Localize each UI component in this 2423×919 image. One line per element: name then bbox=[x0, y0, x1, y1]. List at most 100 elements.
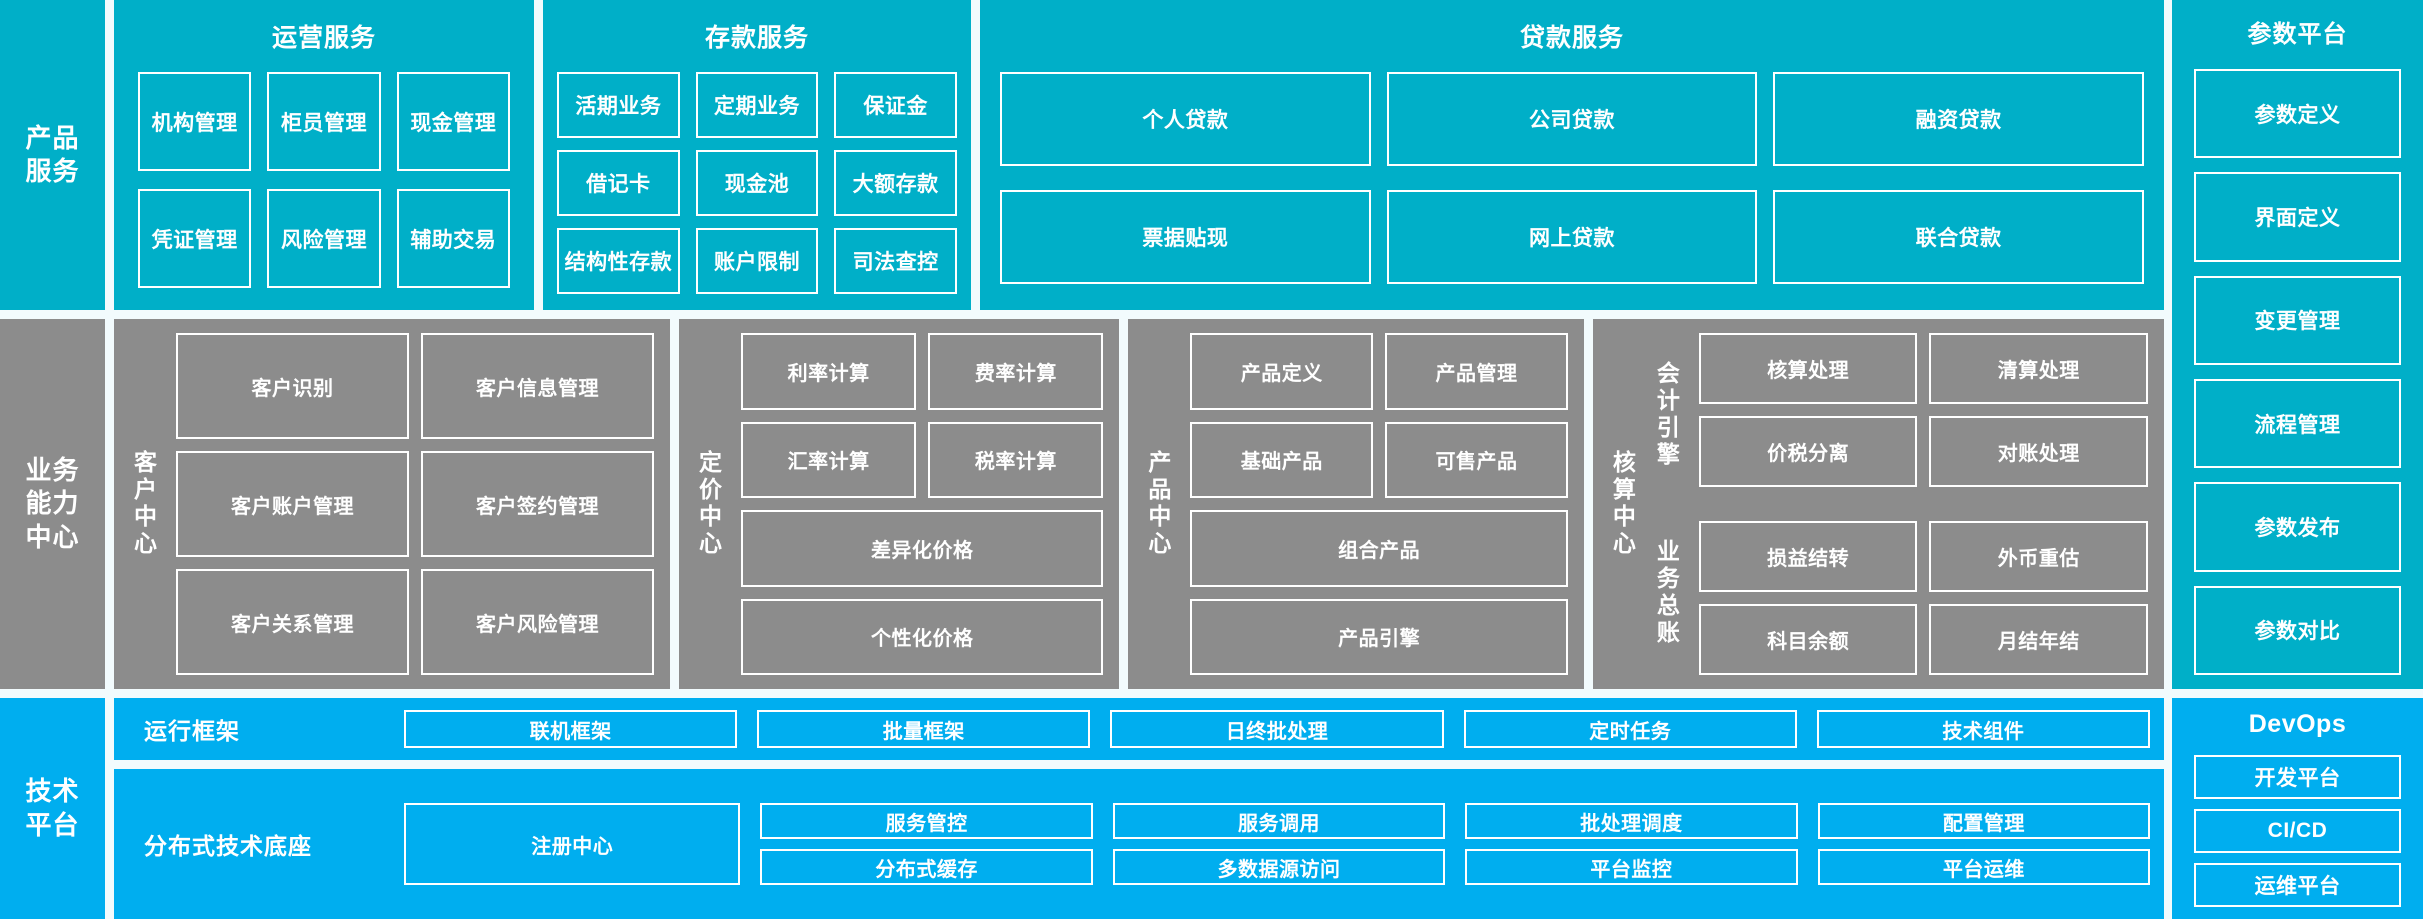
tech-cell-distributed-cache[interactable]: 分布式缓存 bbox=[760, 849, 1093, 885]
band-label-line-1: 业务 bbox=[25, 455, 80, 486]
capability-cell-composite-product[interactable]: 组合产品 bbox=[1190, 510, 1568, 587]
service-cell-bill-discount[interactable]: 票据贴现 bbox=[1000, 190, 1371, 284]
service-row: 票据贴现 网上贷款 联合贷款 bbox=[1000, 190, 2145, 284]
capability-cell-customer-identification[interactable]: 客户识别 bbox=[176, 333, 410, 439]
devops-cell-development-platform[interactable]: 开发平台 bbox=[2194, 755, 2401, 799]
right-column: 参数平台 参数定义 界面定义 变更管理 流程管理 参数发布 参数对比 DevOp… bbox=[2172, 0, 2423, 919]
capability-cell-interest-rate-calculation[interactable]: 利率计算 bbox=[741, 333, 917, 410]
tech-column: 配置管理 平台运维 bbox=[1817, 803, 2151, 885]
capability-cell-customer-info-management[interactable]: 客户信息管理 bbox=[421, 333, 655, 439]
service-cell-risk-management[interactable]: 风险管理 bbox=[267, 189, 381, 288]
strip-label-distributed-base: 分布式技术底座 bbox=[144, 833, 312, 859]
capability-cell-customer-account-management[interactable]: 客户账户管理 bbox=[176, 451, 410, 557]
service-cell-org-management[interactable]: 机构管理 bbox=[138, 72, 252, 171]
center-label-accounting: 核算中心 bbox=[1609, 450, 1636, 558]
service-cell-cash-pool[interactable]: 现金池 bbox=[695, 150, 819, 216]
service-cell-judicial-control[interactable]: 司法查控 bbox=[834, 228, 958, 294]
capability-cell-customer-risk-management[interactable]: 客户风险管理 bbox=[421, 569, 655, 675]
center-row: 利率计算 费率计算 bbox=[741, 333, 1104, 410]
capability-cell-base-product[interactable]: 基础产品 bbox=[1190, 421, 1374, 498]
center-row: 个性化价格 bbox=[741, 598, 1104, 675]
center-accounting: 核算中心 会计引擎 业务总账 核算处理 清算处理 价税分离 对账处理 bbox=[1592, 319, 2164, 689]
capability-cell-profit-loss-carryover[interactable]: 损益结转 bbox=[1698, 521, 1918, 592]
tech-cell-technical-components[interactable]: 技术组件 bbox=[1816, 710, 2151, 748]
center-row: 产品定义 产品管理 bbox=[1190, 333, 1568, 410]
service-cell-cash-management[interactable]: 现金管理 bbox=[396, 72, 510, 171]
strip-distributed-base: 分布式技术底座 注册中心 服务管控 分布式缓存 服务调用 多数据源访问 批处理调… bbox=[114, 769, 2164, 919]
capability-cell-product-definition[interactable]: 产品定义 bbox=[1190, 333, 1374, 410]
service-cell-syndicated-loan[interactable]: 联合贷款 bbox=[1773, 190, 2145, 284]
group-loan-services: 贷款服务 个人贷款 公司贷款 融资贷款 票据贴现 网上贷款 联合贷款 bbox=[980, 0, 2164, 310]
center-row: 产品引擎 bbox=[1190, 598, 1568, 675]
center-sublabel-business-ledger: 业务总账 bbox=[1653, 539, 1680, 647]
service-cell-personal-loan[interactable]: 个人贷款 bbox=[1000, 72, 1371, 166]
tech-column: 服务管控 分布式缓存 bbox=[760, 803, 1093, 885]
group-deposit-services: 存款服务 活期业务 定期业务 保证金 借记卡 现金池 大额存款 结构性存款 账户 bbox=[543, 0, 971, 310]
tech-column: 批处理调度 平台监控 bbox=[1465, 803, 1798, 885]
tech-cell-service-invocation[interactable]: 服务调用 bbox=[1112, 803, 1446, 839]
center-row: 汇率计算 税率计算 bbox=[741, 421, 1104, 498]
tech-cell-configuration-management[interactable]: 配置管理 bbox=[1817, 803, 2151, 839]
service-cell-voucher-management[interactable]: 凭证管理 bbox=[138, 189, 252, 288]
service-cell-structured-deposit[interactable]: 结构性存款 bbox=[557, 228, 680, 294]
service-cell-large-deposit[interactable]: 大额存款 bbox=[834, 150, 958, 216]
capability-cell-price-tax-separation[interactable]: 价税分离 bbox=[1698, 416, 1918, 487]
capability-cell-accounting-processing[interactable]: 核算处理 bbox=[1698, 333, 1918, 404]
devops-cell-operations-platform[interactable]: 运维平台 bbox=[2194, 863, 2401, 907]
service-cell-demand-deposit[interactable]: 活期业务 bbox=[557, 72, 680, 138]
service-cell-corporate-loan[interactable]: 公司贷款 bbox=[1386, 72, 1758, 166]
tech-cell-batch-scheduling[interactable]: 批处理调度 bbox=[1465, 803, 1798, 839]
tech-cell-platform-monitoring[interactable]: 平台监控 bbox=[1465, 849, 1798, 885]
param-cell-process-management[interactable]: 流程管理 bbox=[2194, 378, 2401, 469]
capability-cell-exchange-rate-calculation[interactable]: 汇率计算 bbox=[741, 421, 917, 498]
service-cell-time-deposit[interactable]: 定期业务 bbox=[695, 72, 819, 138]
capability-cell-product-engine[interactable]: 产品引擎 bbox=[1190, 598, 1568, 675]
strip-runtime-framework: 运行框架 联机框架 批量框架 日终批处理 定时任务 技术组件 bbox=[114, 698, 2164, 760]
capability-cell-customer-contract-management[interactable]: 客户签约管理 bbox=[421, 451, 655, 557]
capability-cell-account-balance[interactable]: 科目余额 bbox=[1698, 604, 1918, 675]
capability-cell-sellable-product[interactable]: 可售产品 bbox=[1385, 421, 1568, 498]
param-cell-interface-definition[interactable]: 界面定义 bbox=[2194, 172, 2401, 262]
capability-cell-reconciliation-processing[interactable]: 对账处理 bbox=[1929, 416, 2148, 487]
service-cell-account-restriction[interactable]: 账户限制 bbox=[695, 228, 819, 294]
service-cell-teller-management[interactable]: 柜员管理 bbox=[267, 72, 381, 171]
center-row: 损益结转 外币重估 bbox=[1698, 521, 2148, 592]
capability-cell-month-year-end-closing[interactable]: 月结年结 bbox=[1929, 604, 2148, 675]
capability-cell-product-management[interactable]: 产品管理 bbox=[1385, 333, 1568, 410]
panel-title-parameter-platform: 参数平台 bbox=[2247, 21, 2348, 48]
tech-cell-registry-center[interactable]: 注册中心 bbox=[404, 803, 741, 885]
param-cell-change-management[interactable]: 变更管理 bbox=[2194, 275, 2401, 365]
capability-cell-fee-rate-calculation[interactable]: 费率计算 bbox=[928, 333, 1104, 410]
param-cell-parameter-definition[interactable]: 参数定义 bbox=[2194, 69, 2401, 159]
center-row: 客户账户管理 客户签约管理 bbox=[176, 451, 655, 557]
capability-cell-foreign-currency-revaluation[interactable]: 外币重估 bbox=[1929, 521, 2148, 592]
group-operation-services: 运营服务 机构管理 柜员管理 现金管理 凭证管理 风险管理 辅助交易 bbox=[114, 0, 534, 310]
service-cell-debit-card[interactable]: 借记卡 bbox=[557, 150, 680, 216]
service-cell-margin-deposit[interactable]: 保证金 bbox=[834, 72, 958, 138]
service-row: 凭证管理 风险管理 辅助交易 bbox=[138, 189, 510, 288]
center-row: 科目余额 月结年结 bbox=[1698, 604, 2148, 675]
capability-cell-tax-rate-calculation[interactable]: 税率计算 bbox=[928, 421, 1104, 498]
tech-cell-scheduled-task[interactable]: 定时任务 bbox=[1463, 710, 1797, 748]
devops-cell-ci-cd[interactable]: CI/CD bbox=[2194, 809, 2401, 853]
tech-cell-batch-framework[interactable]: 批量框架 bbox=[757, 710, 1091, 748]
center-sublabels-accounting: 会计引擎 业务总账 bbox=[1649, 333, 1683, 675]
center-customer: 客户中心 客户识别 客户信息管理 客户账户管理 客户签约管理 客户关系管理 客户… bbox=[114, 319, 671, 689]
param-cell-parameter-publishing[interactable]: 参数发布 bbox=[2194, 482, 2401, 572]
tech-cell-platform-operations[interactable]: 平台运维 bbox=[1817, 849, 2151, 885]
group-title-operation-services: 运营服务 bbox=[271, 24, 376, 52]
param-cell-parameter-comparison[interactable]: 参数对比 bbox=[2194, 585, 2401, 675]
tech-cell-service-governance[interactable]: 服务管控 bbox=[760, 803, 1093, 839]
service-cell-auxiliary-transaction[interactable]: 辅助交易 bbox=[396, 189, 510, 288]
capability-cell-differentiated-pricing[interactable]: 差异化价格 bbox=[741, 510, 1104, 587]
service-cell-online-loan[interactable]: 网上贷款 bbox=[1386, 190, 1758, 284]
tech-cell-multi-datasource-access[interactable]: 多数据源访问 bbox=[1112, 849, 1446, 885]
tech-cell-online-framework[interactable]: 联机框架 bbox=[404, 710, 738, 748]
tech-cell-end-of-day-batch[interactable]: 日终批处理 bbox=[1110, 710, 1444, 748]
center-product: 产品中心 产品定义 产品管理 基础产品 可售产品 组合产品 产品引擎 bbox=[1128, 319, 1584, 689]
capability-cell-customer-relationship-management[interactable]: 客户关系管理 bbox=[176, 569, 410, 675]
capability-cell-personalized-pricing[interactable]: 个性化价格 bbox=[741, 598, 1104, 675]
service-cell-financing-loan[interactable]: 融资贷款 bbox=[1773, 72, 2145, 166]
capability-cell-settlement-processing[interactable]: 清算处理 bbox=[1929, 333, 2148, 404]
